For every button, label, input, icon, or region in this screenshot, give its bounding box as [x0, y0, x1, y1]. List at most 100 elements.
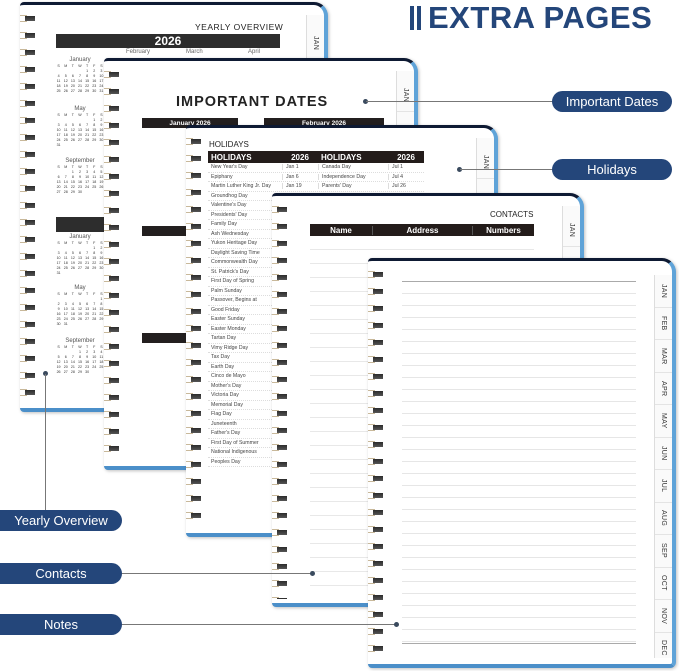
day: 31 — [63, 322, 68, 326]
day: 25 — [63, 138, 68, 142]
tab-may[interactable]: MAY — [655, 405, 672, 438]
day: 8 — [71, 175, 74, 179]
day: 30 — [85, 370, 90, 374]
day: 4 — [57, 74, 60, 78]
weekday: S — [57, 64, 60, 68]
tab-jan[interactable]: JAN — [477, 146, 494, 179]
day: 12 — [63, 79, 68, 83]
tab-label: FEB — [660, 315, 667, 331]
day: 10 — [99, 74, 104, 78]
day: 22 — [99, 312, 104, 316]
day — [84, 271, 91, 276]
weekday: S — [100, 113, 103, 117]
year-banner: 2026 — [56, 34, 280, 48]
day: 24 — [92, 365, 97, 369]
holiday-name: Good Friday — [211, 306, 240, 313]
col-numbers: Numbers — [472, 225, 534, 235]
day: 25 — [56, 89, 61, 93]
holiday-name: First Day of Spring — [211, 278, 254, 285]
day: 7 — [93, 302, 96, 306]
tab-sep[interactable]: SEP — [655, 535, 672, 568]
holiday-name: Independence Day — [318, 173, 388, 180]
day: 2 — [100, 246, 103, 250]
tab-jun[interactable]: JUN — [655, 438, 672, 470]
day: 12 — [70, 256, 75, 260]
day: 9 — [100, 123, 103, 127]
weekday: M — [64, 113, 68, 117]
weekday: S — [100, 345, 103, 349]
tab-label: JUL — [660, 479, 667, 493]
day: 29 — [77, 370, 82, 374]
day: 18 — [63, 261, 68, 265]
tab-feb[interactable]: FEB — [655, 308, 672, 340]
day — [76, 143, 83, 148]
tab-aug[interactable]: AUG — [655, 503, 672, 535]
day: 16 — [77, 180, 82, 184]
day: 20 — [85, 312, 90, 316]
tab-mar[interactable]: MAR — [655, 340, 672, 373]
tab-apr[interactable]: APR — [655, 373, 672, 405]
tab-dec[interactable]: DEC — [655, 633, 672, 665]
tab-jul[interactable]: JUL — [655, 470, 672, 503]
holiday-name: Yukon Heritage Day — [211, 240, 258, 247]
holiday-name: Groundhog Day — [211, 192, 248, 199]
day: 19 — [56, 365, 61, 369]
day: 23 — [99, 133, 104, 137]
day: 29 — [92, 266, 97, 270]
tab-jan[interactable]: JAN — [397, 79, 414, 112]
tab-nov[interactable]: NOV — [655, 600, 672, 633]
weekday: F — [93, 165, 96, 169]
holiday-name: Parents' Day — [318, 183, 388, 190]
holiday-name: Tartan Day — [211, 335, 237, 342]
day — [76, 322, 83, 327]
day: 17 — [63, 312, 68, 316]
day: 1 — [78, 350, 81, 354]
weekday: T — [86, 113, 89, 117]
day: 30 — [99, 138, 104, 142]
day: 12 — [99, 175, 104, 179]
day: 15 — [99, 307, 104, 311]
day: 12 — [70, 128, 75, 132]
day: 29 — [92, 138, 97, 142]
weekday: M — [64, 165, 68, 169]
tab-oct[interactable]: OCT — [655, 568, 672, 600]
month-name: January — [69, 57, 91, 63]
day: 30 — [92, 89, 97, 93]
tab-label: OCT — [660, 575, 667, 592]
day: 8 — [93, 123, 96, 127]
day: 6 — [71, 74, 74, 78]
day: 14 — [85, 128, 90, 132]
day — [91, 322, 98, 327]
day — [91, 143, 98, 148]
day: 3 — [100, 69, 103, 73]
weekday: T — [86, 64, 89, 68]
day: 27 — [70, 89, 75, 93]
tab-jan[interactable]: JAN — [563, 214, 580, 247]
day: 18 — [63, 133, 68, 137]
col-address: Address — [372, 225, 472, 235]
day: 16 — [99, 256, 104, 260]
day: 26 — [77, 317, 82, 321]
day: 5 — [57, 355, 60, 359]
day: 20 — [77, 133, 82, 137]
day: 3 — [57, 123, 60, 127]
day: 10 — [63, 307, 68, 311]
week-row: 1 — [55, 297, 105, 302]
day: 21 — [63, 185, 68, 189]
tab-jan[interactable]: JAN — [655, 275, 672, 308]
day: 8 — [86, 74, 89, 78]
day: 4 — [100, 350, 103, 354]
important-dates-title: IMPORTANT DATES — [176, 94, 329, 110]
tab-jan[interactable]: JAN — [307, 27, 324, 60]
day: 28 — [92, 317, 97, 321]
